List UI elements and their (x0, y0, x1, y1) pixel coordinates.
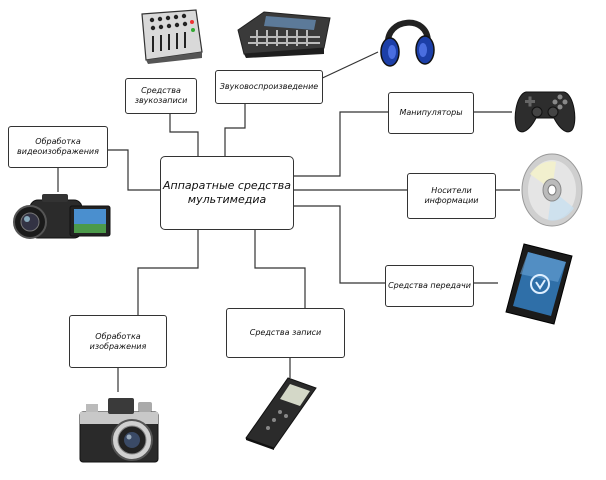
node-sound-recording: Средства звукозаписи (125, 78, 197, 114)
node-recording: Средства записи (226, 308, 345, 358)
mixing-console-icon (237, 11, 331, 58)
gamepad-icon (514, 91, 576, 133)
connector-image-processing (137, 230, 199, 315)
node-video-processing: Обработка видеоизображения (8, 126, 108, 168)
optical-disc-icon (521, 153, 583, 227)
headphones-icon (380, 19, 435, 67)
center-node: Аппаратные средства мультимедиа (160, 156, 294, 230)
node-transmission: Средства передачи (385, 265, 474, 307)
node-manipulators: Манипуляторы (388, 92, 474, 134)
node-image-processing: Обработка изображения (69, 315, 167, 368)
node-storage-media: Носители информации (407, 173, 496, 219)
camcorder-icon (13, 194, 111, 239)
connector-sound-recording (169, 114, 199, 156)
connector-manipulators (294, 111, 388, 177)
node-sound-playback: Звуковоспроизведение (215, 70, 323, 104)
smartphone-icon (505, 243, 573, 325)
connector-video-processing (108, 149, 160, 191)
photo-camera-icon (79, 398, 159, 463)
connector-transmission (294, 205, 385, 284)
connector-sound-playback (224, 104, 246, 156)
connector-recording (254, 230, 306, 308)
voice-recorder-icon (245, 377, 317, 450)
audio-mixer-icon (141, 9, 203, 64)
